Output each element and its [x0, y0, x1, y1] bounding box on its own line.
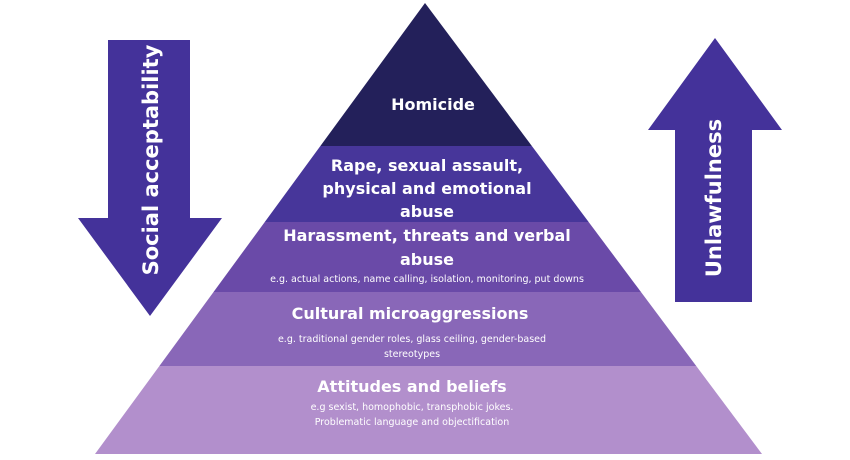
level-title: Attitudes and beliefs [317, 377, 506, 396]
unlawfulness-label: Unlawfulness [702, 119, 726, 277]
level-examples: e.g. traditional gender roles, glass cei… [278, 334, 546, 345]
level-title: physical and emotional [322, 179, 531, 198]
level-title: Harassment, threats and verbal [283, 226, 571, 245]
social-acceptability-label: Social acceptability [139, 44, 163, 275]
level-examples: e.g sexist, homophobic, transphobic joke… [311, 402, 514, 413]
social-acceptability-arrow: Social acceptability [78, 40, 222, 316]
level-title: Cultural microaggressions [292, 304, 529, 323]
level-attitudes: Attitudes and beliefs e.g sexist, homoph… [311, 377, 514, 428]
level-cultural: Cultural microaggressions e.g. tradition… [278, 304, 546, 360]
level-examples: e.g. actual actions, name calling, isola… [270, 274, 584, 285]
level-attitudes-band [95, 366, 762, 454]
level-title: abuse [400, 250, 454, 269]
level-rape: Rape, sexual assault, physical and emoti… [322, 156, 531, 221]
level-title: Homicide [391, 95, 475, 114]
arrow-down-shape [78, 40, 222, 316]
level-harassment: Harassment, threats and verbal abuse e.g… [270, 226, 584, 285]
unlawfulness-arrow: Unlawfulness [648, 38, 782, 302]
level-examples: Problematic language and objectification [315, 417, 510, 428]
level-examples: stereotypes [384, 349, 440, 360]
level-title: abuse [400, 202, 454, 221]
level-title: Rape, sexual assault, [331, 156, 523, 175]
level-homicide: Homicide [391, 95, 475, 114]
arrow-up-shape [648, 38, 782, 302]
